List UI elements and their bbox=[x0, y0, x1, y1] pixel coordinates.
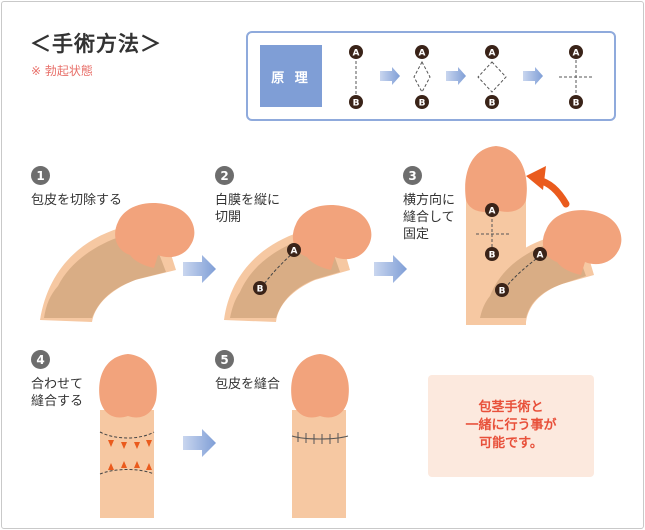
step-4-number: 4 bbox=[31, 350, 50, 369]
step-arrow-3 bbox=[183, 429, 216, 457]
step-1-text: 包皮を切除する bbox=[31, 193, 123, 208]
marker-b-label: B bbox=[419, 99, 426, 109]
page-title: ＜手術方法＞ bbox=[30, 32, 162, 56]
principle-stage-3: A B bbox=[477, 45, 507, 109]
principle-arrow-3 bbox=[523, 67, 543, 85]
step-5-number: 5 bbox=[215, 350, 234, 369]
marker-a-label: A bbox=[291, 247, 298, 257]
principle-stage-2: A B bbox=[413, 45, 431, 109]
marker-b-label: B bbox=[353, 99, 360, 109]
marker-b-label: B bbox=[499, 287, 506, 297]
principle-arrow-1 bbox=[380, 67, 400, 85]
step-4-illustration bbox=[99, 354, 157, 518]
marker-a-label: A bbox=[537, 251, 544, 261]
step-arrow-2 bbox=[374, 255, 407, 283]
step-3-illustration: A B A B bbox=[465, 146, 622, 325]
step-2-number: 2 bbox=[215, 166, 234, 185]
step-1-illustration bbox=[40, 203, 195, 322]
subtitle-note: ※ 勃起状態 bbox=[31, 64, 93, 78]
step-3-text: 横方向に 縫合して 固定 bbox=[403, 193, 456, 242]
marker-a bbox=[349, 45, 363, 59]
principle-arrow-2 bbox=[446, 67, 466, 85]
marker-a-label: A bbox=[419, 49, 426, 59]
step-5-illustration bbox=[291, 354, 349, 518]
principle-label: 原 理 bbox=[260, 45, 322, 107]
marker-b bbox=[349, 95, 363, 109]
marker-a-label: A bbox=[353, 49, 360, 59]
step-arrow-1 bbox=[183, 255, 216, 283]
marker-b-label: B bbox=[257, 285, 264, 295]
step-5-text: 包皮を縫合 bbox=[215, 377, 281, 392]
step-2-illustration: A B bbox=[224, 205, 372, 322]
step-2-text: 白膜を縦に 切開 bbox=[215, 193, 281, 225]
principle-stage-1: A B bbox=[349, 45, 363, 109]
marker-a-label: A bbox=[489, 49, 496, 59]
marker-b-label: B bbox=[489, 99, 496, 109]
marker-a-label: A bbox=[573, 49, 580, 59]
marker-b-label: B bbox=[573, 99, 580, 109]
step-3-number: 3 bbox=[403, 166, 422, 185]
marker-b-label: B bbox=[489, 251, 496, 261]
marker-a-label: A bbox=[489, 207, 496, 217]
note-box: 包茎手術と 一緒に行う事が 可能です。 bbox=[428, 375, 594, 477]
step-4-text: 合わせて 縫合する bbox=[31, 377, 84, 409]
principle-stage-4: A B bbox=[559, 45, 593, 109]
principle-box: 原 理 bbox=[246, 31, 616, 121]
step-1-number: 1 bbox=[31, 166, 50, 185]
